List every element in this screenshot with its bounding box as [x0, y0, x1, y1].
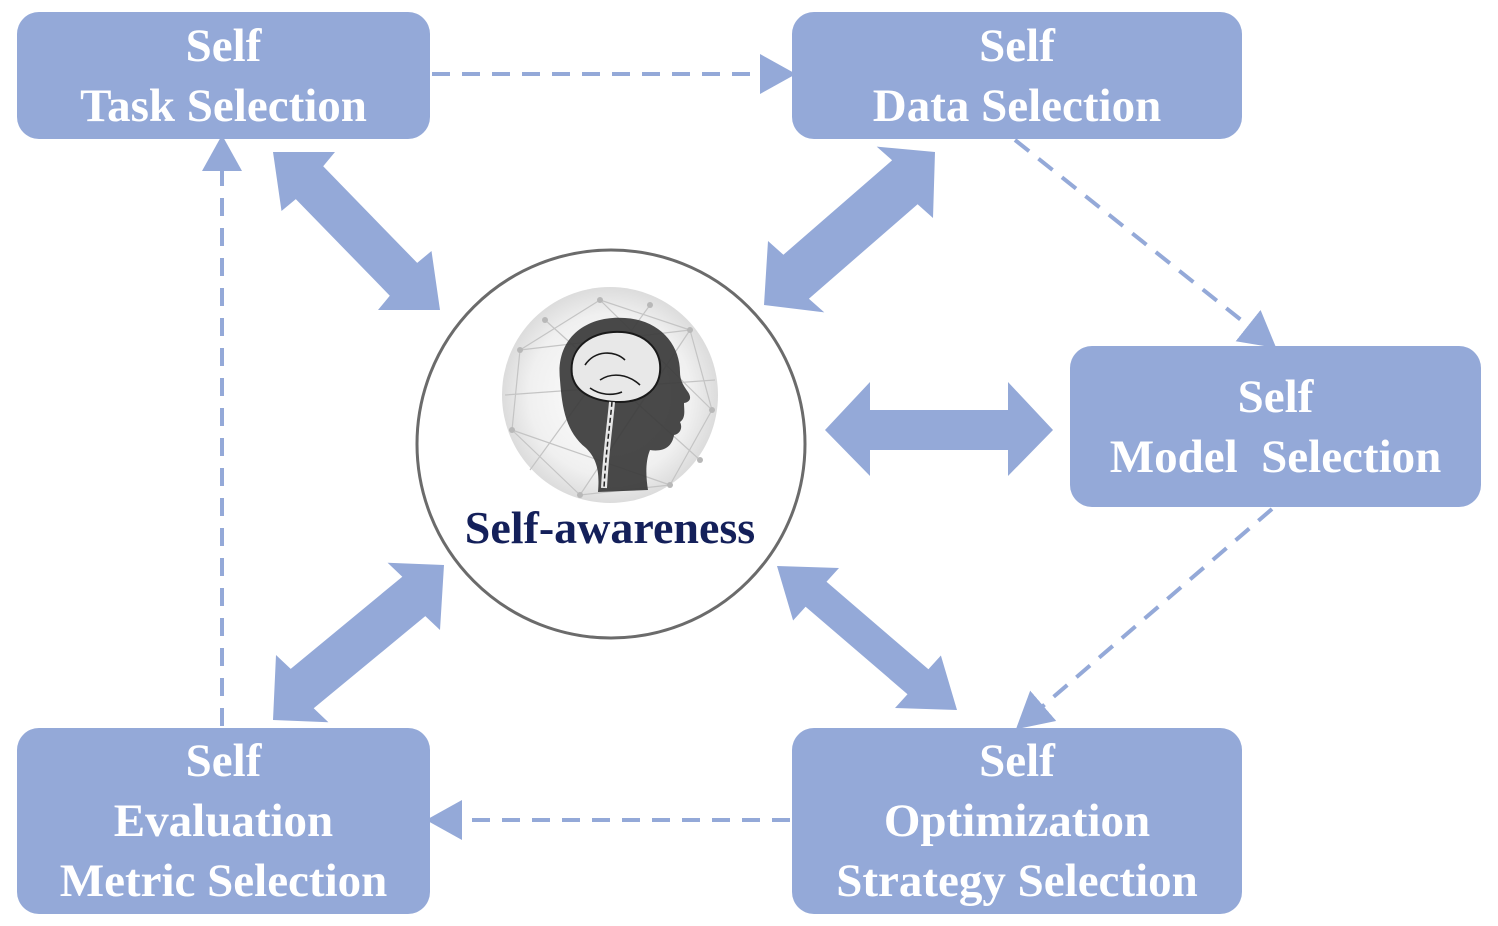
double-arrow-model	[825, 382, 1053, 476]
node-data-line2: Data Selection	[872, 79, 1162, 132]
brain-head-icon	[502, 287, 718, 503]
node-self-optimization-strategy-selection: Self Optimization Strategy Selection	[792, 728, 1242, 914]
node-self-evaluation-metric-selection: Self Evaluation Metric Selection	[17, 728, 430, 914]
double-arrow-task	[273, 152, 440, 310]
node-model-line2: Model Selection	[1109, 430, 1442, 483]
flow-arrow-model-to-opt	[1015, 507, 1274, 730]
node-self-task-selection: Self Task Selection	[17, 12, 430, 139]
node-opt-line2: Optimization	[883, 795, 1151, 847]
node-opt-line3: Strategy Selection	[836, 855, 1198, 907]
self-awareness-label: Self-awareness	[464, 502, 756, 553]
node-eval-line1: Self	[185, 735, 262, 787]
node-self-model-selection: Self Model Selection	[1070, 346, 1481, 507]
node-self-data-selection: Self Data Selection	[792, 12, 1242, 139]
node-opt-line1: Self	[979, 735, 1055, 787]
double-arrow-opt	[777, 566, 957, 710]
node-model-line1: Self	[1237, 370, 1314, 423]
node-task-line1: Self	[185, 19, 262, 72]
double-arrow-eval	[273, 562, 444, 723]
flow-arrow-data-to-model	[1013, 138, 1277, 348]
node-eval-line3: Metric Selection	[59, 855, 388, 907]
node-eval-line2: Evaluation	[113, 795, 334, 847]
node-task-line2: Task Selection	[80, 79, 367, 132]
node-data-line1: Self	[979, 19, 1055, 72]
double-arrow-data	[764, 146, 935, 313]
